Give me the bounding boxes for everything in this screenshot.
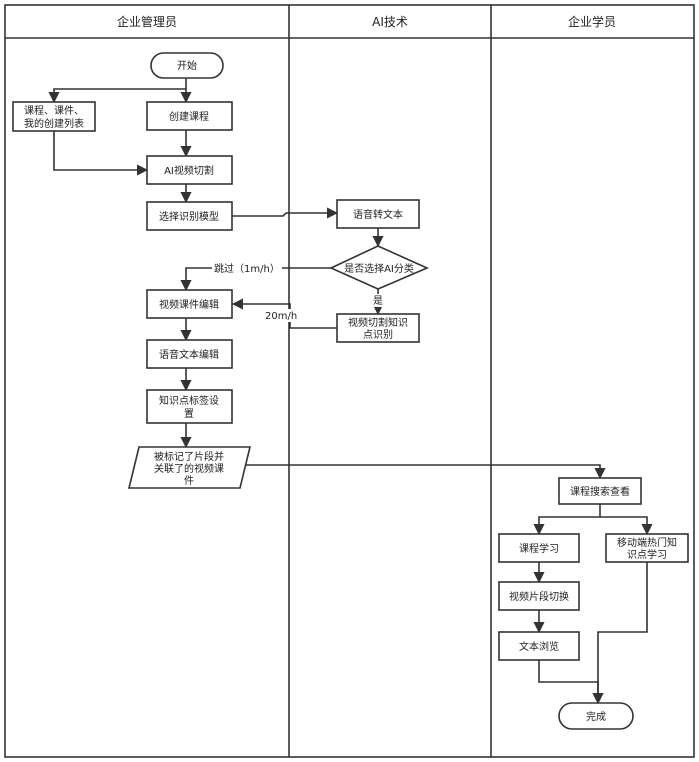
edge-label-yes: 是 <box>373 295 383 307</box>
node-course-study: 课程学习 <box>498 533 580 563</box>
node-speech-to-text-shape <box>336 199 420 229</box>
node-finish: 完成 <box>558 702 634 730</box>
node-kp-tag-shape <box>146 389 233 424</box>
node-list-shape <box>12 101 96 132</box>
node-list-label-line-2: 我的创建列表 <box>24 117 84 130</box>
edge-label-rate: 20m/h <box>265 311 297 322</box>
node-choose-ai-shape <box>329 245 429 290</box>
node-marked-video-label-line-1: 被标记了片段并 <box>154 450 224 463</box>
node-video-cut-kp-shape <box>336 313 420 343</box>
node-text-browse-label: 文本浏览 <box>519 640 559 653</box>
node-segment-switch-shape <box>498 581 580 611</box>
node-video-edit: 视频课件编辑 <box>146 289 233 319</box>
node-select-model: 选择识别模型 <box>146 201 233 231</box>
edge-label-skip: 跳过（1m/h） <box>214 262 280 275</box>
lane-title-admin: 企业管理员 <box>117 14 177 29</box>
edge-model-to-speech <box>232 207 339 219</box>
node-speech-edit-label: 语音文本编辑 <box>159 348 219 361</box>
node-kp-tag-label-line-1: 知识点标签设 <box>159 394 219 407</box>
node-speech-edit-shape <box>146 339 233 369</box>
edge-start-to-list <box>48 88 186 104</box>
node-select-model-label: 选择识别模型 <box>159 210 219 223</box>
node-start: 开始 <box>150 52 224 79</box>
node-finish-shape <box>558 702 634 730</box>
node-create-course: 创建课程 <box>146 101 233 131</box>
node-segment-switch-label: 视频片段切换 <box>509 590 569 603</box>
node-choose-ai-label: 是否选择AI分类 <box>344 262 414 275</box>
lane-title-learner: 企业学员 <box>568 14 616 29</box>
edge-list-to-aicut <box>53 131 149 176</box>
edge-decision-skip <box>180 267 331 292</box>
node-mobile-kp-shape <box>605 533 689 563</box>
node-kp-tag-label-line-2: 置 <box>184 408 194 420</box>
node-ai-cut-shape <box>146 155 233 185</box>
node-video-cut-kp-label-line-1: 视频切割知识 <box>348 316 408 329</box>
node-video-cut-kp: 视频切割知识 点识别 <box>336 313 420 343</box>
lane-title-ai: AI技术 <box>372 15 408 29</box>
node-mobile-kp-label-line-1: 移动端热门知 <box>617 536 677 549</box>
pool-border <box>4 4 695 758</box>
node-speech-to-text-label: 语音转文本 <box>353 208 403 221</box>
node-ai-cut-label: AI视频切割 <box>164 164 214 177</box>
node-select-model-shape <box>146 201 233 231</box>
edge-search-to-study <box>533 504 601 536</box>
node-list: 课程、课件、 我的创建列表 <box>12 101 96 132</box>
node-create-course-label: 创建课程 <box>169 110 209 123</box>
node-segment-switch: 视频片段切换 <box>498 581 580 611</box>
yes-label-bg <box>371 294 385 307</box>
rate-label-bg <box>263 309 301 322</box>
node-start-shape <box>150 52 224 79</box>
node-create-course-shape <box>146 101 233 131</box>
node-marked-video: 被标记了片段并 关联了的视频课 件 <box>127 446 252 489</box>
node-start-label: 开始 <box>177 59 197 72</box>
node-course-study-label: 课程学习 <box>519 542 559 555</box>
node-text-browse: 文本浏览 <box>498 631 580 661</box>
node-video-edit-label: 视频课件编辑 <box>159 298 219 311</box>
node-search-view: 课程搜索查看 <box>558 477 642 505</box>
node-marked-video-label-line-2: 关联了的视频课 <box>154 462 224 475</box>
node-list-label-line-1: 课程、课件、 <box>24 105 84 117</box>
edge-marked-to-search <box>240 464 606 480</box>
node-marked-video-label-line-3: 件 <box>184 475 194 487</box>
node-search-view-label: 课程搜索查看 <box>570 485 630 498</box>
node-speech-edit: 语音文本编辑 <box>146 339 233 369</box>
node-course-study-shape <box>498 533 580 563</box>
node-search-view-shape <box>558 477 642 505</box>
nodes: 开始 课程、课件、 我的创建列表 创建课程 AI视频切割 选择识别模型 语音转文… <box>12 52 689 730</box>
node-finish-label: 完成 <box>586 710 606 723</box>
node-speech-to-text: 语音转文本 <box>336 199 420 229</box>
node-mobile-kp-label-line-2: 识点学习 <box>627 548 667 561</box>
node-ai-cut: AI视频切割 <box>146 155 233 185</box>
node-video-cut-kp-label-line-2: 点识别 <box>363 329 393 341</box>
node-kp-tag: 知识点标签设 置 <box>146 389 233 424</box>
edge-search-to-mobile <box>600 516 653 536</box>
skip-label-bg <box>212 262 282 275</box>
edge-mobile-to-finish <box>592 562 648 705</box>
node-mobile-kp: 移动端热门知 识点学习 <box>605 533 689 563</box>
swimlanes: 企业管理员 AI技术 企业学员 <box>4 4 695 758</box>
node-text-browse-shape <box>498 631 580 661</box>
node-video-edit-shape <box>146 289 233 319</box>
node-marked-video-shape <box>127 446 252 489</box>
edge-labels: 跳过（1m/h） 是 20m/h <box>212 262 385 322</box>
node-choose-ai-decision: 是否选择AI分类 <box>329 245 429 290</box>
